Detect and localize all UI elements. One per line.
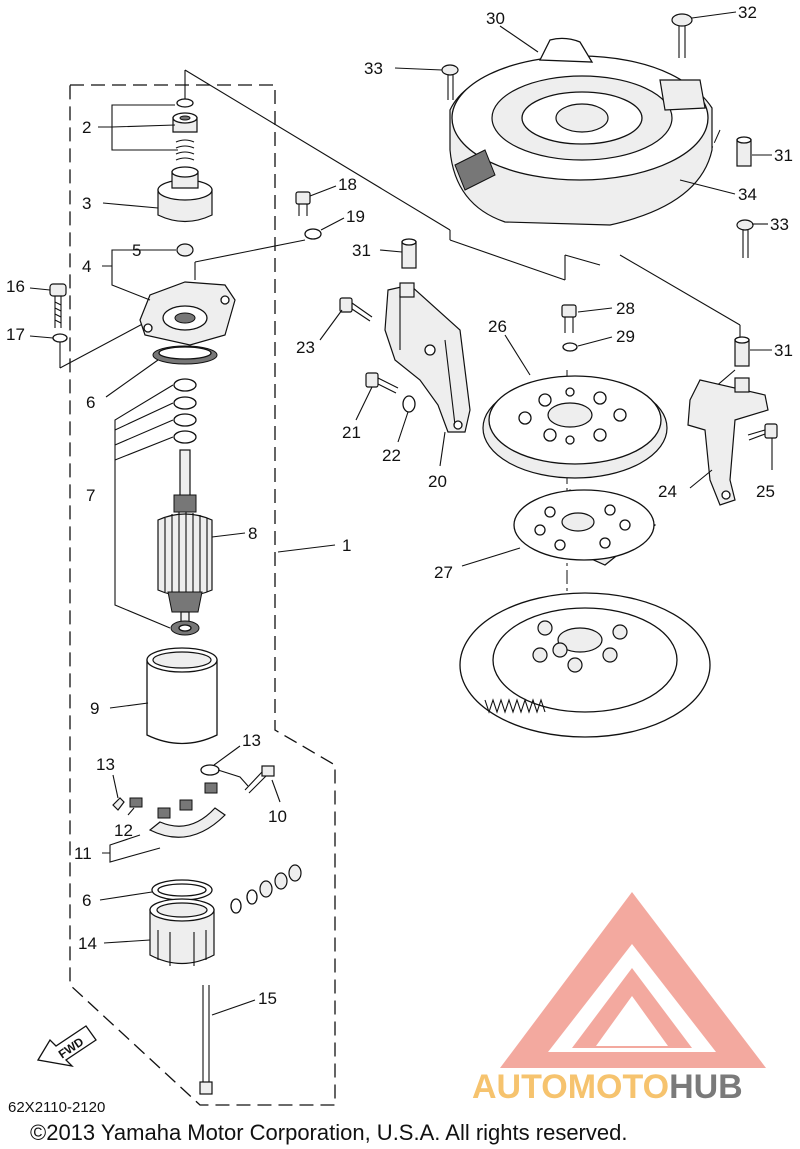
callout-1: 1 <box>342 536 351 555</box>
callout-30: 30 <box>486 9 505 28</box>
callout-28: 28 <box>616 299 635 318</box>
callout-26: 26 <box>488 317 507 336</box>
terminal-nuts <box>230 864 302 914</box>
callout-25: 25 <box>756 482 775 501</box>
flywheel <box>459 592 711 738</box>
armature <box>157 449 213 627</box>
callout-18: 18 <box>338 175 357 194</box>
grommets <box>401 136 752 367</box>
callout-15: 15 <box>258 989 277 1008</box>
callout-12: 12 <box>114 821 133 840</box>
callout-33-right: 33 <box>770 215 789 234</box>
callout-29: 29 <box>616 327 635 346</box>
magneto-plate <box>513 489 657 566</box>
callout-23: 23 <box>296 338 315 357</box>
callout-7: 7 <box>86 486 95 505</box>
terminal-lead <box>200 764 249 787</box>
bolt-16 <box>49 283 67 297</box>
lower-bracket <box>149 898 215 966</box>
callout-31-top: 31 <box>774 146 793 165</box>
callout-10: 10 <box>268 807 287 826</box>
callout-17: 17 <box>6 325 25 344</box>
callout-32: 32 <box>738 3 757 22</box>
watermark-text-hub: HUB <box>669 1068 743 1106</box>
washer-17 <box>52 333 68 343</box>
callout-13-left: 13 <box>96 755 115 774</box>
callout-20: 20 <box>428 472 447 491</box>
callout-9: 9 <box>90 699 99 718</box>
callout-8: 8 <box>248 524 257 543</box>
starter-motor-parts <box>49 98 302 1095</box>
washer-22 <box>402 395 416 413</box>
callout-19: 19 <box>346 207 365 226</box>
callout-14: 14 <box>78 934 97 953</box>
callout-3: 3 <box>82 194 91 213</box>
spring <box>175 139 195 161</box>
flywheel-cover-parts <box>295 13 778 738</box>
washer-19 <box>304 228 322 240</box>
callout-6-lower: 6 <box>82 891 91 910</box>
bolt-28 <box>561 304 577 333</box>
callout-11: 11 <box>74 844 92 863</box>
fwd-arrow-icon <box>36 1025 97 1067</box>
callout-16: 16 <box>6 277 25 296</box>
callout-31-bottom: 31 <box>774 341 793 360</box>
starter-mount-bracket <box>384 282 471 433</box>
callout-34: 34 <box>738 185 757 204</box>
brush-holder <box>148 782 226 838</box>
catalog-code: 62X2110-2120 <box>8 1099 105 1116</box>
copyright-notice: ©2013 Yamaha Motor Corporation, U.S.A. A… <box>30 1120 627 1145</box>
snap-ring <box>176 98 194 108</box>
callout-6-upper: 6 <box>86 393 95 412</box>
watermark-text-automoto: AUTOMOTO <box>472 1068 669 1106</box>
automotohub-watermark: AUTOMOTOHUB <box>472 892 766 1106</box>
callout-22: 22 <box>382 446 401 465</box>
callout-2: 2 <box>82 118 91 137</box>
callout-4: 4 <box>82 257 91 276</box>
callout-27: 27 <box>434 563 453 582</box>
washer-29 <box>562 342 578 352</box>
bolt-23 <box>339 297 373 322</box>
screw-13-left <box>112 797 125 811</box>
starter-assembly-boundary <box>69 84 336 1106</box>
brush-12 <box>129 797 143 808</box>
fwd-arrow: FWD <box>36 1025 97 1067</box>
bushing <box>176 243 194 257</box>
callouts: 1 2 3 4 5 6 6 7 8 9 10 11 12 <box>6 3 793 1016</box>
callout-5: 5 <box>132 241 141 260</box>
svg-text:AUTOMOTOHUB: AUTOMOTOHUB <box>472 1068 743 1106</box>
yoke <box>146 647 218 745</box>
callout-24: 24 <box>658 482 677 501</box>
terminal-bolt-10 <box>244 765 275 794</box>
callout-31-left: 31 <box>352 241 371 260</box>
flywheel-plate <box>482 375 668 479</box>
washer-stack <box>173 378 197 444</box>
cover-screws <box>441 13 754 258</box>
through-bolt <box>199 985 213 1095</box>
flywheel-cover <box>449 37 713 226</box>
callout-33-left: 33 <box>364 59 383 78</box>
ignition-bracket <box>687 377 769 506</box>
bolt-18 <box>295 191 311 216</box>
callout-21: 21 <box>342 423 361 442</box>
bolt-25 <box>747 423 778 441</box>
callout-13-right: 13 <box>242 731 261 750</box>
